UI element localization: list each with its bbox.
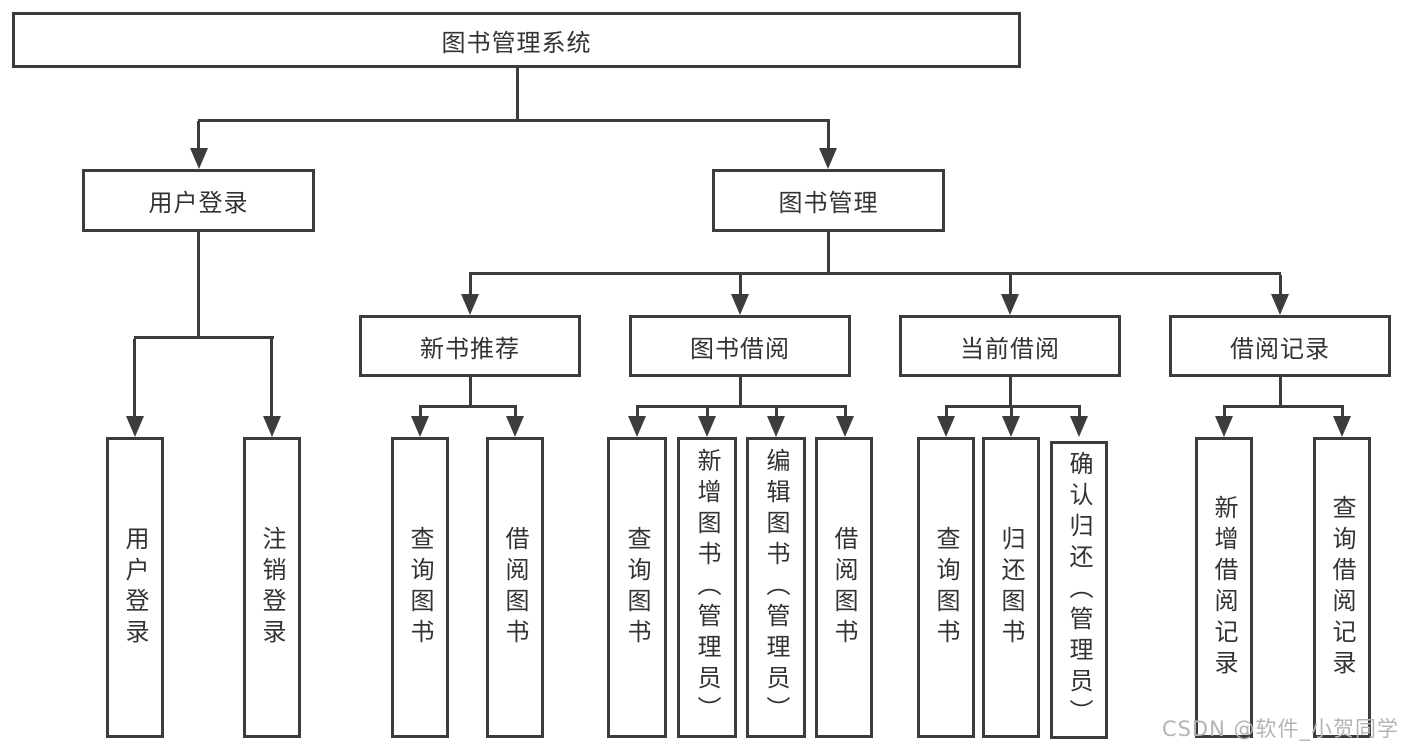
connector-vline [1009, 377, 1012, 408]
leaf-current-return-books: 归还图书 [982, 437, 1040, 738]
arrow-down-icon [628, 416, 646, 437]
connector-vline [636, 405, 639, 418]
connector-vline [945, 405, 948, 418]
connector-vline [1223, 405, 1226, 418]
connector-vline [827, 232, 830, 275]
leaf-logout-login: 注销登录 [243, 437, 301, 738]
arrow-down-icon [190, 148, 208, 169]
csdn-watermark: CSDN @软件_小贺同学 [1161, 717, 1399, 741]
arrow-down-icon [767, 416, 785, 437]
node-current-borrow: 当前借阅 [899, 315, 1121, 377]
connector-vline [516, 68, 519, 120]
connector-vline [739, 275, 742, 296]
connector-vline [419, 405, 422, 418]
arrow-down-icon [819, 148, 837, 169]
leaf-borrow-edit-books-admin: 编辑图书（管理员） [746, 437, 806, 738]
leaf-borrow-query-books: 查询图书 [607, 437, 667, 738]
connector-hline [419, 405, 516, 408]
arrow-down-icon [1333, 416, 1351, 437]
connector-vline [197, 232, 200, 339]
connector-vline [739, 377, 742, 408]
leaf-borrow-add-books-admin: 新增图书（管理员） [677, 437, 737, 738]
arrow-down-icon [1070, 416, 1088, 437]
arrow-down-icon [1002, 416, 1020, 437]
connector-vline [827, 121, 830, 151]
arrow-down-icon [263, 416, 281, 437]
arrow-down-icon [1001, 294, 1019, 315]
leaf-recommend-borrow-books: 借阅图书 [486, 437, 544, 738]
leaf-user-login: 用户登录 [106, 437, 164, 738]
node-book-management: 图书管理 [712, 169, 945, 232]
arrow-down-icon [937, 416, 955, 437]
connector-vline [270, 339, 273, 418]
connector-vline [469, 275, 472, 296]
arrow-down-icon [506, 416, 524, 437]
arrow-down-icon [1271, 294, 1289, 315]
connector-vline [197, 121, 200, 151]
connector-vline [1078, 405, 1081, 418]
connector-vline [1279, 275, 1282, 296]
arrow-down-icon [731, 294, 749, 315]
leaf-records-add-record: 新增借阅记录 [1195, 437, 1253, 738]
connector-vline [1009, 275, 1012, 296]
arrow-down-icon [126, 416, 144, 437]
connector-hline [1223, 405, 1343, 408]
leaf-recommend-query-books: 查询图书 [391, 437, 449, 738]
connector-hline [198, 119, 830, 122]
arrow-down-icon [411, 416, 429, 437]
arrow-down-icon [1215, 416, 1233, 437]
leaf-current-confirm-return-admin: 确认归还（管理员） [1050, 441, 1108, 739]
arrow-down-icon [836, 416, 854, 437]
connector-vline [469, 377, 472, 408]
leaf-borrow-borrow-books: 借阅图书 [815, 437, 873, 738]
connector-hline [134, 336, 274, 339]
node-root: 图书管理系统 [12, 12, 1021, 68]
connector-vline [1341, 405, 1344, 418]
arrow-down-icon [461, 294, 479, 315]
connector-vline [706, 405, 709, 418]
connector-vline [775, 405, 778, 418]
node-user-login: 用户登录 [82, 169, 315, 232]
node-new-book-recommend: 新书推荐 [359, 315, 581, 377]
connector-hline [636, 405, 846, 408]
connector-vline [514, 405, 517, 418]
leaf-current-query-books: 查询图书 [917, 437, 975, 738]
connector-hline [469, 272, 1281, 275]
connector-vline [1010, 405, 1013, 418]
connector-vline [1279, 377, 1282, 408]
connector-vline [133, 339, 136, 418]
leaf-records-query-record: 查询借阅记录 [1313, 437, 1371, 738]
connector-vline [844, 405, 847, 418]
arrow-down-icon [698, 416, 716, 437]
node-book-borrow: 图书借阅 [629, 315, 851, 377]
node-borrow-records: 借阅记录 [1169, 315, 1391, 377]
